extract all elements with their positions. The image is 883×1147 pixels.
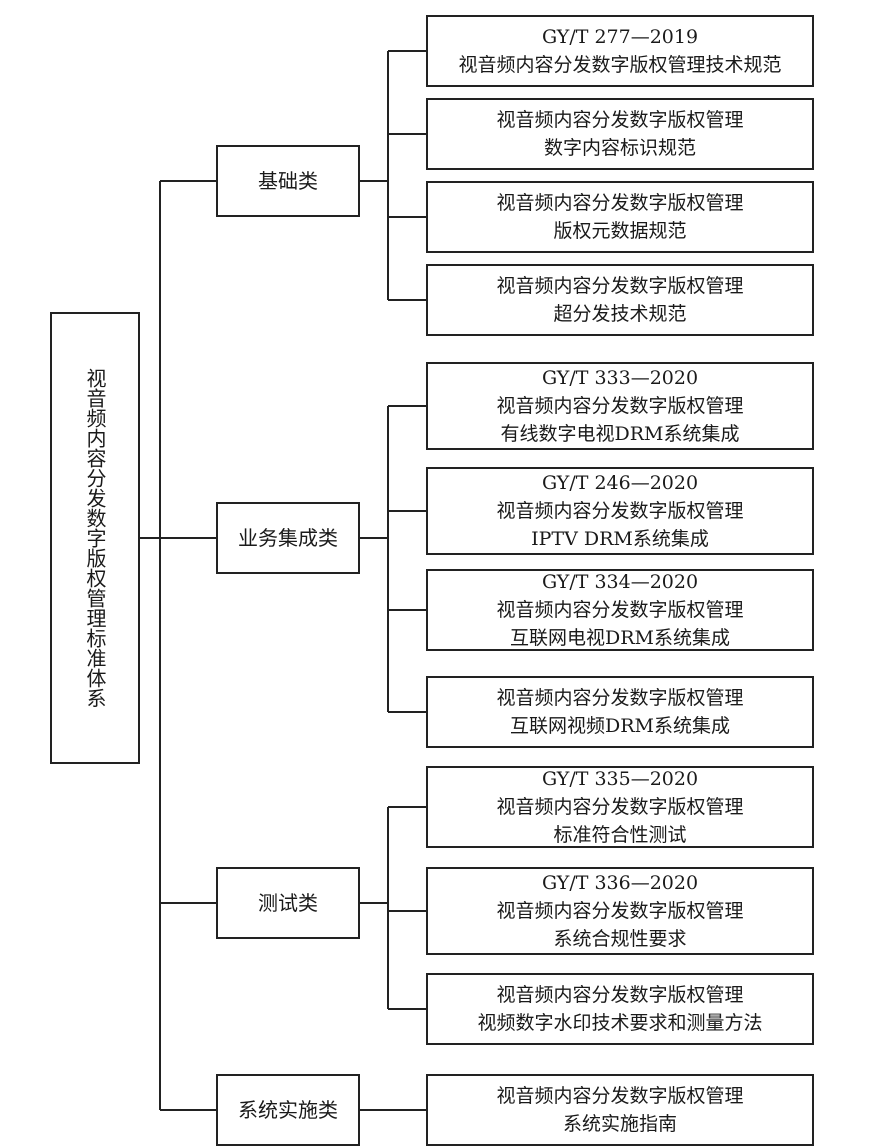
category-label: 测试类 <box>258 891 318 915</box>
standard-node: 视音频内容分发数字版权管理版权元数据规范 <box>426 181 814 253</box>
standard-text-line: 超分发技术规范 <box>553 303 687 325</box>
standard-node: GY/T 333—2020 视音频内容分发数字版权管理有线数字电视DRM系统集成 <box>426 362 814 450</box>
standard-text-line: 视频数字水印技术要求和测量方法 <box>477 1012 763 1034</box>
standard-text-line: 视音频内容分发数字版权管理 <box>496 984 744 1006</box>
category-node: 系统实施类 <box>216 1074 360 1146</box>
standard-text-line: 视音频内容分发数字版权管理 <box>496 1085 744 1107</box>
standard-text-line: 数字内容标识规范 <box>543 137 696 159</box>
standard-node: GY/T 335—2020 视音频内容分发数字版权管理标准符合性测试 <box>426 766 814 848</box>
standard-text-line: 视音频内容分发数字版权管理 <box>496 395 744 417</box>
standard-text-line: 视音频内容分发数字版权管理 <box>496 599 744 621</box>
standard-text-line: 视音频内容分发数字版权管理 <box>496 500 744 522</box>
standard-text-line: 有线数字电视DRM系统集成 <box>500 423 740 445</box>
standard-text-line: GY/T 246—2020 <box>541 472 699 494</box>
category-node: 业务集成类 <box>216 502 360 574</box>
standard-text-line: 互联网视频DRM系统集成 <box>510 715 730 737</box>
category-node: 测试类 <box>216 867 360 939</box>
standard-node: GY/T 277—2019 视音频内容分发数字版权管理技术规范 <box>426 15 814 87</box>
category-node: 基础类 <box>216 145 360 217</box>
standard-node: 视音频内容分发数字版权管理超分发技术规范 <box>426 264 814 336</box>
root-label: 视音频内容分发数字版权管理标准体系 <box>83 368 107 708</box>
standard-text-line: GY/T 335—2020 <box>541 768 699 790</box>
standard-text-line: IPTV DRM系统集成 <box>531 528 709 550</box>
standard-text-line: GY/T 333—2020 <box>541 367 699 389</box>
standard-text-line: GY/T 277—2019 <box>541 26 699 48</box>
standard-text-line: 视音频内容分发数字版权管理 <box>496 687 744 709</box>
standard-text-line: 版权元数据规范 <box>553 220 687 242</box>
standard-node: 视音频内容分发数字版权管理系统实施指南 <box>426 1074 814 1146</box>
standard-text-line: 视音频内容分发数字版权管理 <box>496 796 744 818</box>
root-node: 视音频内容分发数字版权管理标准体系 <box>50 312 140 764</box>
standard-text-line: 视音频内容分发数字版权管理 <box>496 275 744 297</box>
standard-node: GY/T 334—2020 视音频内容分发数字版权管理互联网电视DRM系统集成 <box>426 569 814 651</box>
standard-text-line: 视音频内容分发数字版权管理 <box>496 109 744 131</box>
standard-node: 视音频内容分发数字版权管理视频数字水印技术要求和测量方法 <box>426 973 814 1045</box>
standard-node: GY/T 246—2020 视音频内容分发数字版权管理 IPTV DRM系统集成 <box>426 467 814 555</box>
standard-text-line: 视音频内容分发数字版权管理技术规范 <box>458 54 782 76</box>
standard-text-line: 系统实施指南 <box>562 1113 677 1135</box>
standard-node: 视音频内容分发数字版权管理数字内容标识规范 <box>426 98 814 170</box>
standard-text-line: GY/T 336—2020 <box>541 872 699 894</box>
category-label: 基础类 <box>258 169 318 193</box>
standard-node: 视音频内容分发数字版权管理互联网视频DRM系统集成 <box>426 676 814 748</box>
standard-text-line: GY/T 334—2020 <box>541 571 699 593</box>
standard-text-line: 视音频内容分发数字版权管理 <box>496 900 744 922</box>
category-label: 业务集成类 <box>238 526 338 550</box>
standard-text-line: 系统合规性要求 <box>553 928 687 950</box>
standard-node: GY/T 336—2020 视音频内容分发数字版权管理系统合规性要求 <box>426 867 814 955</box>
standard-text-line: 视音频内容分发数字版权管理 <box>496 192 744 214</box>
standard-text-line: 互联网电视DRM系统集成 <box>510 627 730 649</box>
category-label: 系统实施类 <box>238 1098 338 1122</box>
standard-text-line: 标准符合性测试 <box>553 824 687 846</box>
